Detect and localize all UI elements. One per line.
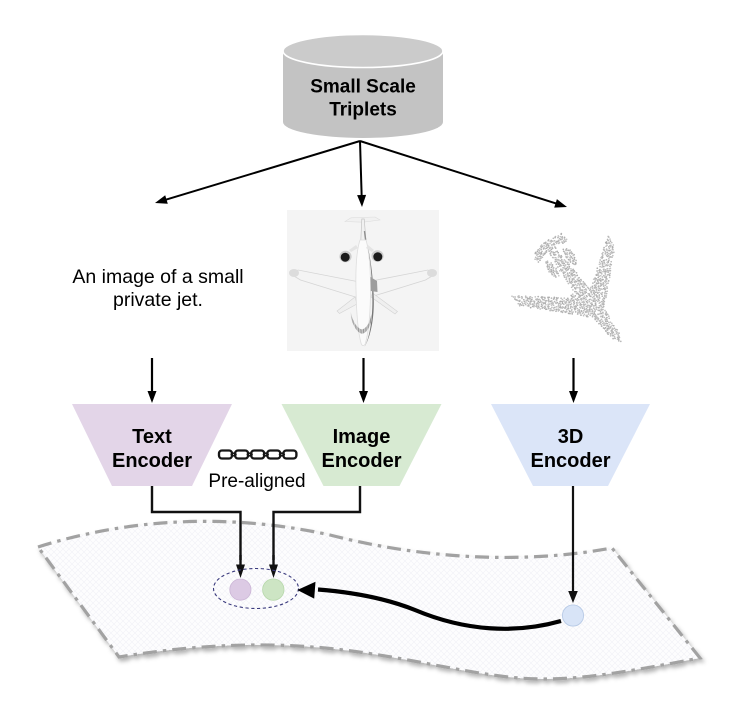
- svg-text:Text: Text: [132, 426, 172, 448]
- svg-text:Triplets: Triplets: [329, 100, 397, 121]
- svg-text:Encoder: Encoder: [112, 450, 192, 472]
- svg-text:3D: 3D: [558, 426, 584, 448]
- svg-text:Encoder: Encoder: [321, 450, 401, 472]
- svg-text:Image: Image: [333, 426, 391, 448]
- svg-text:Pre-aligned: Pre-aligned: [208, 471, 305, 492]
- svg-text:Small Scale: Small Scale: [310, 77, 416, 98]
- svg-text:An image of a small: An image of a small: [72, 266, 243, 288]
- svg-text:Encoder: Encoder: [530, 450, 610, 472]
- svg-text:private jet.: private jet.: [113, 289, 203, 311]
